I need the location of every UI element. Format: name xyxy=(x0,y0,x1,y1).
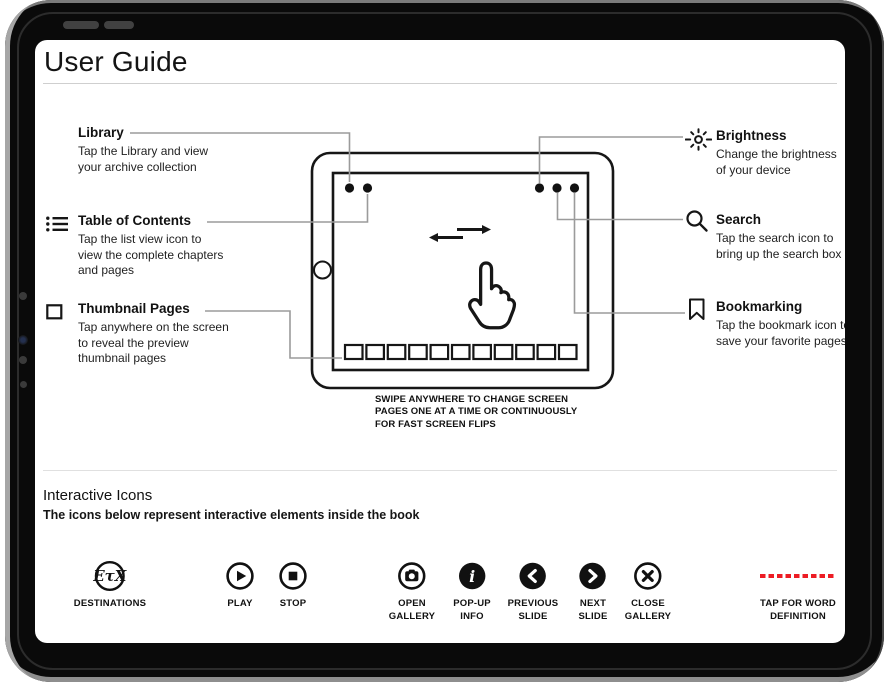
next-slide-icon xyxy=(579,562,607,590)
section-divider xyxy=(43,470,837,471)
callout-library-label: Library xyxy=(78,125,124,140)
page-title: User Guide xyxy=(44,46,188,77)
device-button-top-1 xyxy=(63,21,99,29)
illustration-tablet-screen xyxy=(331,171,590,372)
callout-toc-label: Table of Contents xyxy=(78,213,191,228)
search-icon xyxy=(686,210,708,232)
legend-item-popup-info: i POP-UP INFO xyxy=(453,557,491,624)
callout-connector-lines xyxy=(130,132,685,359)
callout-thumbnail-desc: Tap anywhere on the screen to reveal the… xyxy=(78,320,229,366)
callout-bookmarking-label: Bookmarking xyxy=(716,299,803,314)
word-definition-dashes xyxy=(760,574,836,578)
square-icon xyxy=(46,304,63,320)
interactive-icons-subheading: The icons below represent interactive el… xyxy=(43,508,420,522)
tablet-illustration xyxy=(130,132,685,390)
legend-item-next-slide: NEXT SLIDE xyxy=(579,557,608,624)
popup-info-icon: i xyxy=(458,562,486,590)
bookmark-icon xyxy=(689,298,705,320)
callout-thumbnail-pages: Thumbnail Pages Tap anywhere on the scre… xyxy=(78,301,253,367)
callout-library-desc: Tap the Library and view your archive co… xyxy=(78,144,209,174)
callout-search-label: Search xyxy=(716,212,762,227)
callout-brightness-label: Brightness xyxy=(716,128,787,143)
illustration-toolbar-dots-left xyxy=(344,183,373,193)
previous-slide-icon xyxy=(519,562,547,590)
swipe-arrows-icon xyxy=(429,225,491,242)
device-side-sensor xyxy=(20,381,27,388)
callout-brightness-desc: Change the brightness of your device xyxy=(716,147,837,177)
legend-item-open-gallery: OPEN GALLERY xyxy=(389,557,435,624)
callout-bookmarking-desc: Tap the bookmark icon to save your favor… xyxy=(716,318,845,348)
stop-icon xyxy=(279,562,307,590)
callout-brightness: Brightness Change the brightness of your… xyxy=(716,128,845,178)
device-side-sensor xyxy=(19,292,27,300)
interactive-icons-heading: Interactive Icons xyxy=(43,487,153,504)
illustration-thumbnail-strip xyxy=(343,343,578,361)
device-side-sensor xyxy=(19,356,27,364)
illustration-tablet-body xyxy=(310,151,615,390)
destinations-icon: EτX xyxy=(93,560,127,592)
list-icon xyxy=(46,216,68,232)
legend-item-stop: STOP xyxy=(279,557,307,611)
callout-bookmarking: Bookmarking Tap the bookmark icon to sav… xyxy=(716,299,845,349)
callout-table-of-contents: Table of Contents Tap the list view icon… xyxy=(78,213,253,279)
svg-text:EτX: EτX xyxy=(93,567,127,585)
open-gallery-icon xyxy=(398,562,426,590)
tablet-device-frame: User Guide xyxy=(5,0,884,682)
legend-item-word-definition: TAP FOR WORD DEFINITION xyxy=(760,557,836,624)
svg-text:i: i xyxy=(469,567,475,586)
device-side-camera xyxy=(18,335,28,345)
close-gallery-icon xyxy=(634,562,662,590)
legend-item-play: PLAY xyxy=(226,557,254,611)
callout-search-desc: Tap the search icon to bring up the sear… xyxy=(716,231,842,261)
legend-item-close-gallery: CLOSE GALLERY xyxy=(625,557,671,624)
device-button-top-2 xyxy=(104,21,134,29)
swipe-instruction: SWIPE ANYWHERE TO CHANGE SCREEN PAGES ON… xyxy=(375,394,578,430)
callout-thumbnail-label: Thumbnail Pages xyxy=(78,301,190,316)
legend-item-destinations: EτX DESTINATIONS xyxy=(74,557,146,611)
title-divider xyxy=(43,83,837,84)
callout-toc-desc: Tap the list view icon to view the compl… xyxy=(78,232,224,278)
callout-search: Search Tap the search icon to bring up t… xyxy=(716,212,845,262)
play-icon xyxy=(226,562,254,590)
illustration-toolbar-dots-right xyxy=(534,183,580,193)
legend-item-previous-slide: PREVIOUS SLIDE xyxy=(508,557,559,624)
tap-hand-icon xyxy=(468,261,517,330)
app-screen[interactable]: User Guide xyxy=(35,40,845,643)
callout-library: Library Tap the Library and view your ar… xyxy=(78,125,253,175)
brightness-icon xyxy=(685,128,712,151)
illustration-home-button xyxy=(313,260,332,280)
